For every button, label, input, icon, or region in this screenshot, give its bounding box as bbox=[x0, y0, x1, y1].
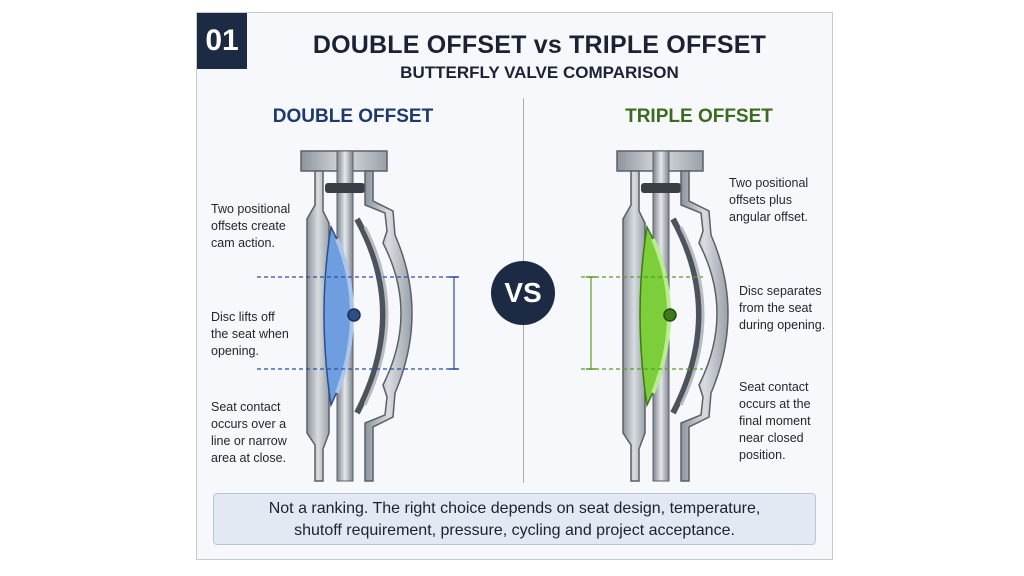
double-offset-heading: DOUBLE OFFSET bbox=[272, 106, 434, 127]
page-subtitle: BUTTERFLY VALVE COMPARISON bbox=[400, 63, 679, 82]
section-number-badge: 01 bbox=[197, 13, 247, 69]
double-offset-valve bbox=[257, 150, 459, 482]
comparison-card: 01 DOUBLE OFFSET vs TRIPLE OFFSET BUTTER… bbox=[196, 12, 833, 560]
footer-line-1: Not a ranking. The right choice depends … bbox=[268, 500, 761, 517]
page-title: DOUBLE OFFSET vs TRIPLE OFFSET bbox=[312, 31, 767, 59]
triple-offset-heading: TRIPLE OFFSET bbox=[625, 106, 773, 127]
footer-note: Not a ranking. The right choice depends … bbox=[213, 493, 816, 545]
vs-badge: VS bbox=[491, 261, 555, 325]
valve-illustrations bbox=[257, 150, 729, 482]
triple-offset-valve bbox=[581, 150, 729, 482]
footer-line-2: shutoff requirement, pressure, cycling a… bbox=[294, 522, 735, 539]
